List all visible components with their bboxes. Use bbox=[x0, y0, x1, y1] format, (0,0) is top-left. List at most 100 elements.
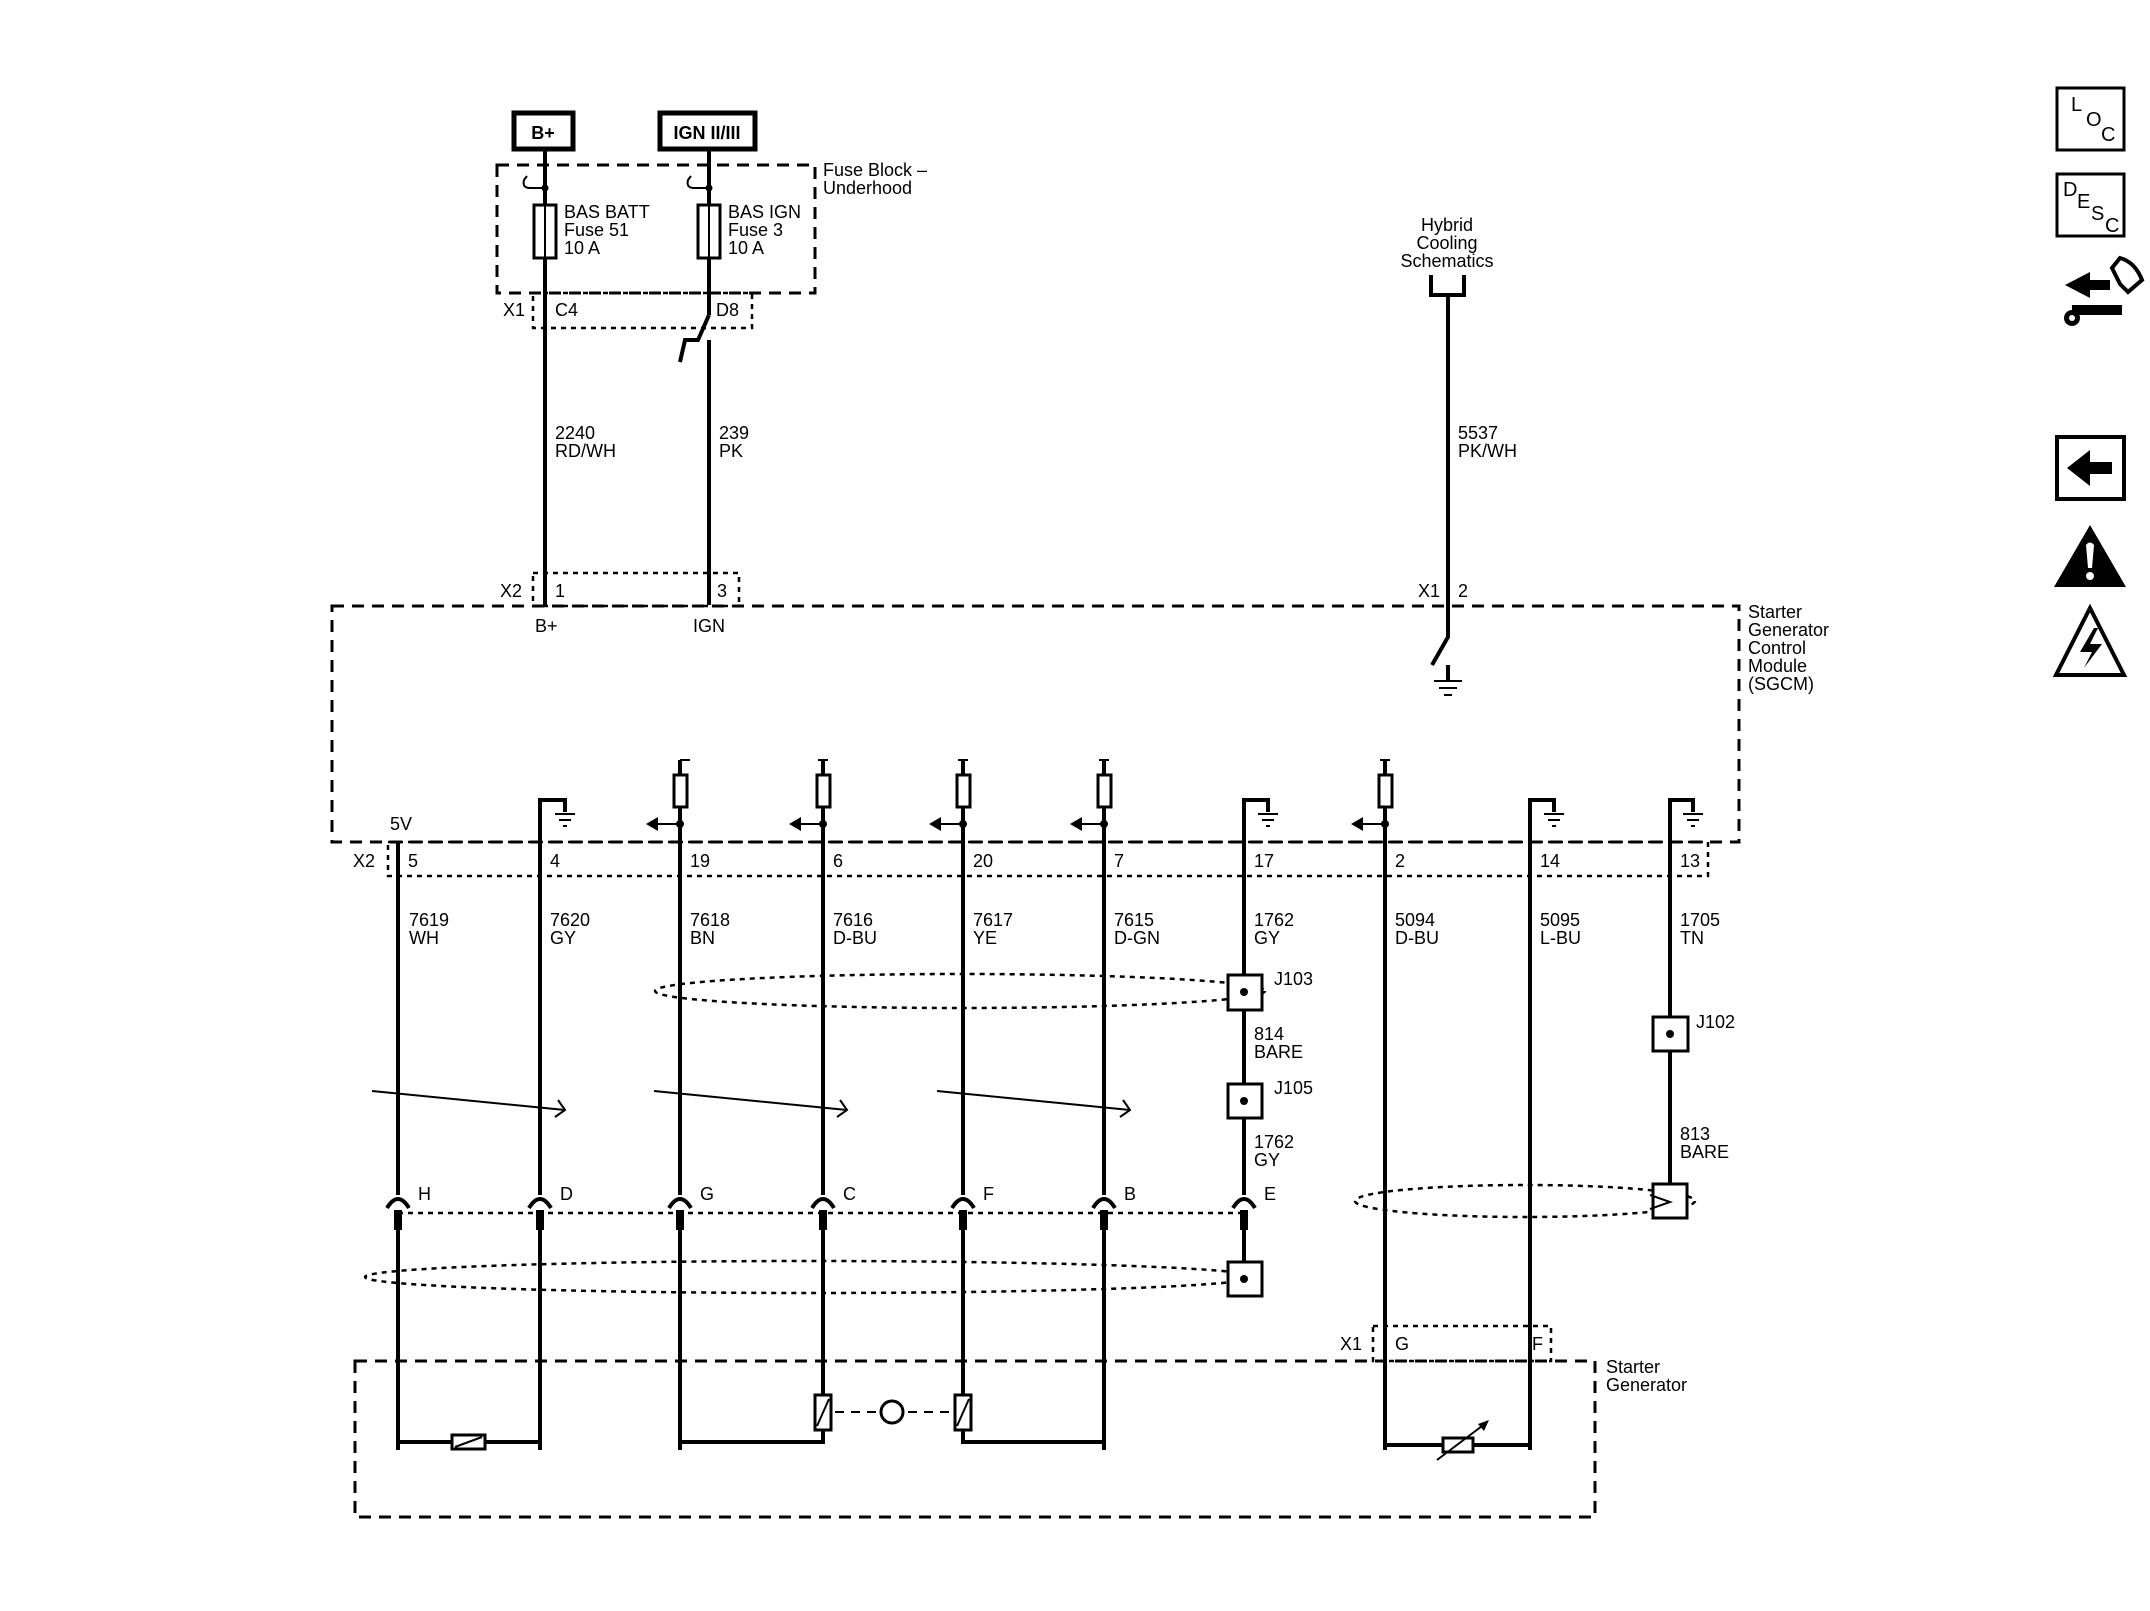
pin-13: 13 bbox=[1680, 851, 1700, 871]
inline-b: B bbox=[1124, 1184, 1136, 1204]
pullup-pin-2 bbox=[1351, 759, 1394, 865]
wire-7618-color: BN bbox=[690, 928, 715, 948]
sgcm-x1-label: X1 bbox=[1418, 581, 1440, 601]
wire-5095-circuit: 5095 bbox=[1540, 910, 1580, 930]
x2-bottom-label: X2 bbox=[353, 851, 375, 871]
desc-letter-e: E bbox=[2077, 191, 2090, 213]
pin-4: 4 bbox=[550, 851, 560, 871]
sgcm-internal-symbols bbox=[538, 759, 1703, 865]
fuse3-number: Fuse 3 bbox=[728, 220, 783, 240]
upper-wires: 2240 RD/WH 239 PK bbox=[543, 328, 749, 605]
wire-239-circuit: 239 bbox=[719, 423, 749, 443]
pullup-pin-20 bbox=[929, 759, 972, 865]
pin-20: 20 bbox=[973, 851, 993, 871]
inline-e: E bbox=[1264, 1184, 1276, 1204]
ground-pin-13 bbox=[1668, 798, 1703, 865]
wire-7615-color: D-GN bbox=[1114, 928, 1160, 948]
sgcm-x2-bottom-connector: X2 5 4 19 6 20 7 17 2 14 13 bbox=[353, 840, 1710, 878]
pin-14: 14 bbox=[1540, 851, 1560, 871]
sg-pin-g: G bbox=[1395, 1334, 1409, 1354]
sgcm-title-3: Control bbox=[1748, 638, 1806, 658]
starter-generator: Starter Generator X1 G F bbox=[353, 1324, 1687, 1519]
loc-letter-c: C bbox=[2101, 124, 2115, 146]
sg-x1-label: X1 bbox=[1340, 1334, 1362, 1354]
wire-7616-color: D-BU bbox=[833, 928, 877, 948]
sidebar-loc-button[interactable]: L O C bbox=[2055, 86, 2126, 152]
fuse-block-x1-connector: X1 C4 D8 bbox=[503, 291, 754, 363]
inline-d: D bbox=[560, 1184, 573, 1204]
pin-d8: D8 bbox=[716, 300, 739, 320]
sgcm-bplus: B+ bbox=[535, 616, 558, 636]
pullup-pin-19 bbox=[646, 759, 690, 865]
bplus-source: B+ bbox=[511, 110, 576, 152]
wire-1762-color: GY bbox=[1254, 928, 1280, 948]
pullup-pin-6 bbox=[789, 759, 832, 865]
sgcm-module: Starter Generator Control Module (SGCM) … bbox=[330, 571, 1829, 844]
x1-label: X1 bbox=[503, 300, 525, 320]
fuse-block-title-1: Fuse Block – bbox=[823, 160, 927, 180]
pin-5: 5 bbox=[408, 851, 418, 871]
sgcm-5v: 5V bbox=[390, 814, 412, 834]
wire-7619-circuit: 7619 bbox=[409, 910, 449, 930]
lower-wires: 7619 WH 7620 GY 7618 BN 7616 D-BU 7617 Y… bbox=[396, 842, 1720, 1450]
wire-5537-circuit: 5537 bbox=[1458, 423, 1498, 443]
wire-5094-color: D-BU bbox=[1395, 928, 1439, 948]
sgcm-title-1: Starter bbox=[1748, 602, 1802, 622]
pin-2: 2 bbox=[1395, 851, 1405, 871]
pullup-pin-7 bbox=[1070, 759, 1113, 865]
wire-1762b-color: GY bbox=[1254, 1150, 1280, 1170]
wire-813-circuit: 813 bbox=[1680, 1124, 1710, 1144]
shield-and-splices: J103 814 BARE J105 1762 GY J102 813 BARE bbox=[371, 969, 1735, 1170]
pin-7: 7 bbox=[1114, 851, 1124, 871]
sgcm-title-5: (SGCM) bbox=[1748, 674, 1814, 694]
wire-814-circuit: 814 bbox=[1254, 1024, 1284, 1044]
sg-pin-f: F bbox=[1532, 1334, 1543, 1354]
wire-1705-circuit: 1705 bbox=[1680, 910, 1720, 930]
sgcm-pin-1: 1 bbox=[555, 581, 565, 601]
pin-17: 17 bbox=[1254, 851, 1274, 871]
wire-1762b-circuit: 1762 bbox=[1254, 1132, 1294, 1152]
pin-19: 19 bbox=[690, 851, 710, 871]
hybrid-cooling-reference: Hybrid Cooling Schematics 5537 PK/WH bbox=[1400, 215, 1517, 605]
ground-pin-4 bbox=[538, 798, 575, 865]
wire-7620-color: GY bbox=[550, 928, 576, 948]
inline-f: F bbox=[983, 1184, 994, 1204]
inline-h: H bbox=[418, 1184, 431, 1204]
wire-2240-circuit: 2240 bbox=[555, 423, 595, 443]
wire-814-color: BARE bbox=[1254, 1042, 1303, 1062]
j102-label: J102 bbox=[1696, 1012, 1735, 1032]
j105-label: J105 bbox=[1274, 1078, 1313, 1098]
sidebar-repair-icon[interactable] bbox=[2064, 255, 2145, 326]
loc-letter-l: L bbox=[2071, 94, 2082, 116]
pin-c4: C4 bbox=[555, 300, 578, 320]
sgcm-pin-3: 3 bbox=[717, 581, 727, 601]
hybrid-cooling-1: Hybrid bbox=[1421, 215, 1473, 235]
sidebar-desc-button[interactable]: D E S C bbox=[2055, 172, 2126, 238]
fuse-block-underhood: Fuse Block – Underhood BAS BATT Fuse 51 … bbox=[495, 150, 927, 295]
bplus-label: B+ bbox=[531, 123, 555, 143]
wire-7619-color: WH bbox=[409, 928, 439, 948]
hybrid-cooling-2: Cooling bbox=[1416, 233, 1477, 253]
inline-c: C bbox=[843, 1184, 856, 1204]
starter-generator-title-2: Generator bbox=[1606, 1375, 1687, 1395]
sgcm-title-4: Module bbox=[1748, 656, 1807, 676]
fuse-block-title-2: Underhood bbox=[823, 178, 912, 198]
wire-1762-circuit: 1762 bbox=[1254, 910, 1294, 930]
sgcm-ign: IGN bbox=[693, 616, 725, 636]
loc-letter-o: O bbox=[2086, 109, 2102, 131]
wire-5537-color: PK/WH bbox=[1458, 441, 1517, 461]
fuse51-name: BAS BATT bbox=[564, 202, 650, 222]
hybrid-cooling-3: Schematics bbox=[1400, 251, 1493, 271]
sidebar-back-button[interactable] bbox=[2055, 435, 2126, 501]
sidebar-caution-icon[interactable] bbox=[2054, 525, 2126, 587]
sgcm-title-2: Generator bbox=[1748, 620, 1829, 640]
fuse51-rating: 10 A bbox=[564, 238, 600, 258]
ground-pin-14 bbox=[1528, 798, 1564, 865]
desc-letter-d: D bbox=[2063, 179, 2077, 201]
sidebar-electrical-warning-icon[interactable] bbox=[2052, 603, 2128, 677]
wire-7620-circuit: 7620 bbox=[550, 910, 590, 930]
desc-letter-c: C bbox=[2105, 215, 2119, 237]
wire-5095-color: L-BU bbox=[1540, 928, 1581, 948]
pin-6: 6 bbox=[833, 851, 843, 871]
